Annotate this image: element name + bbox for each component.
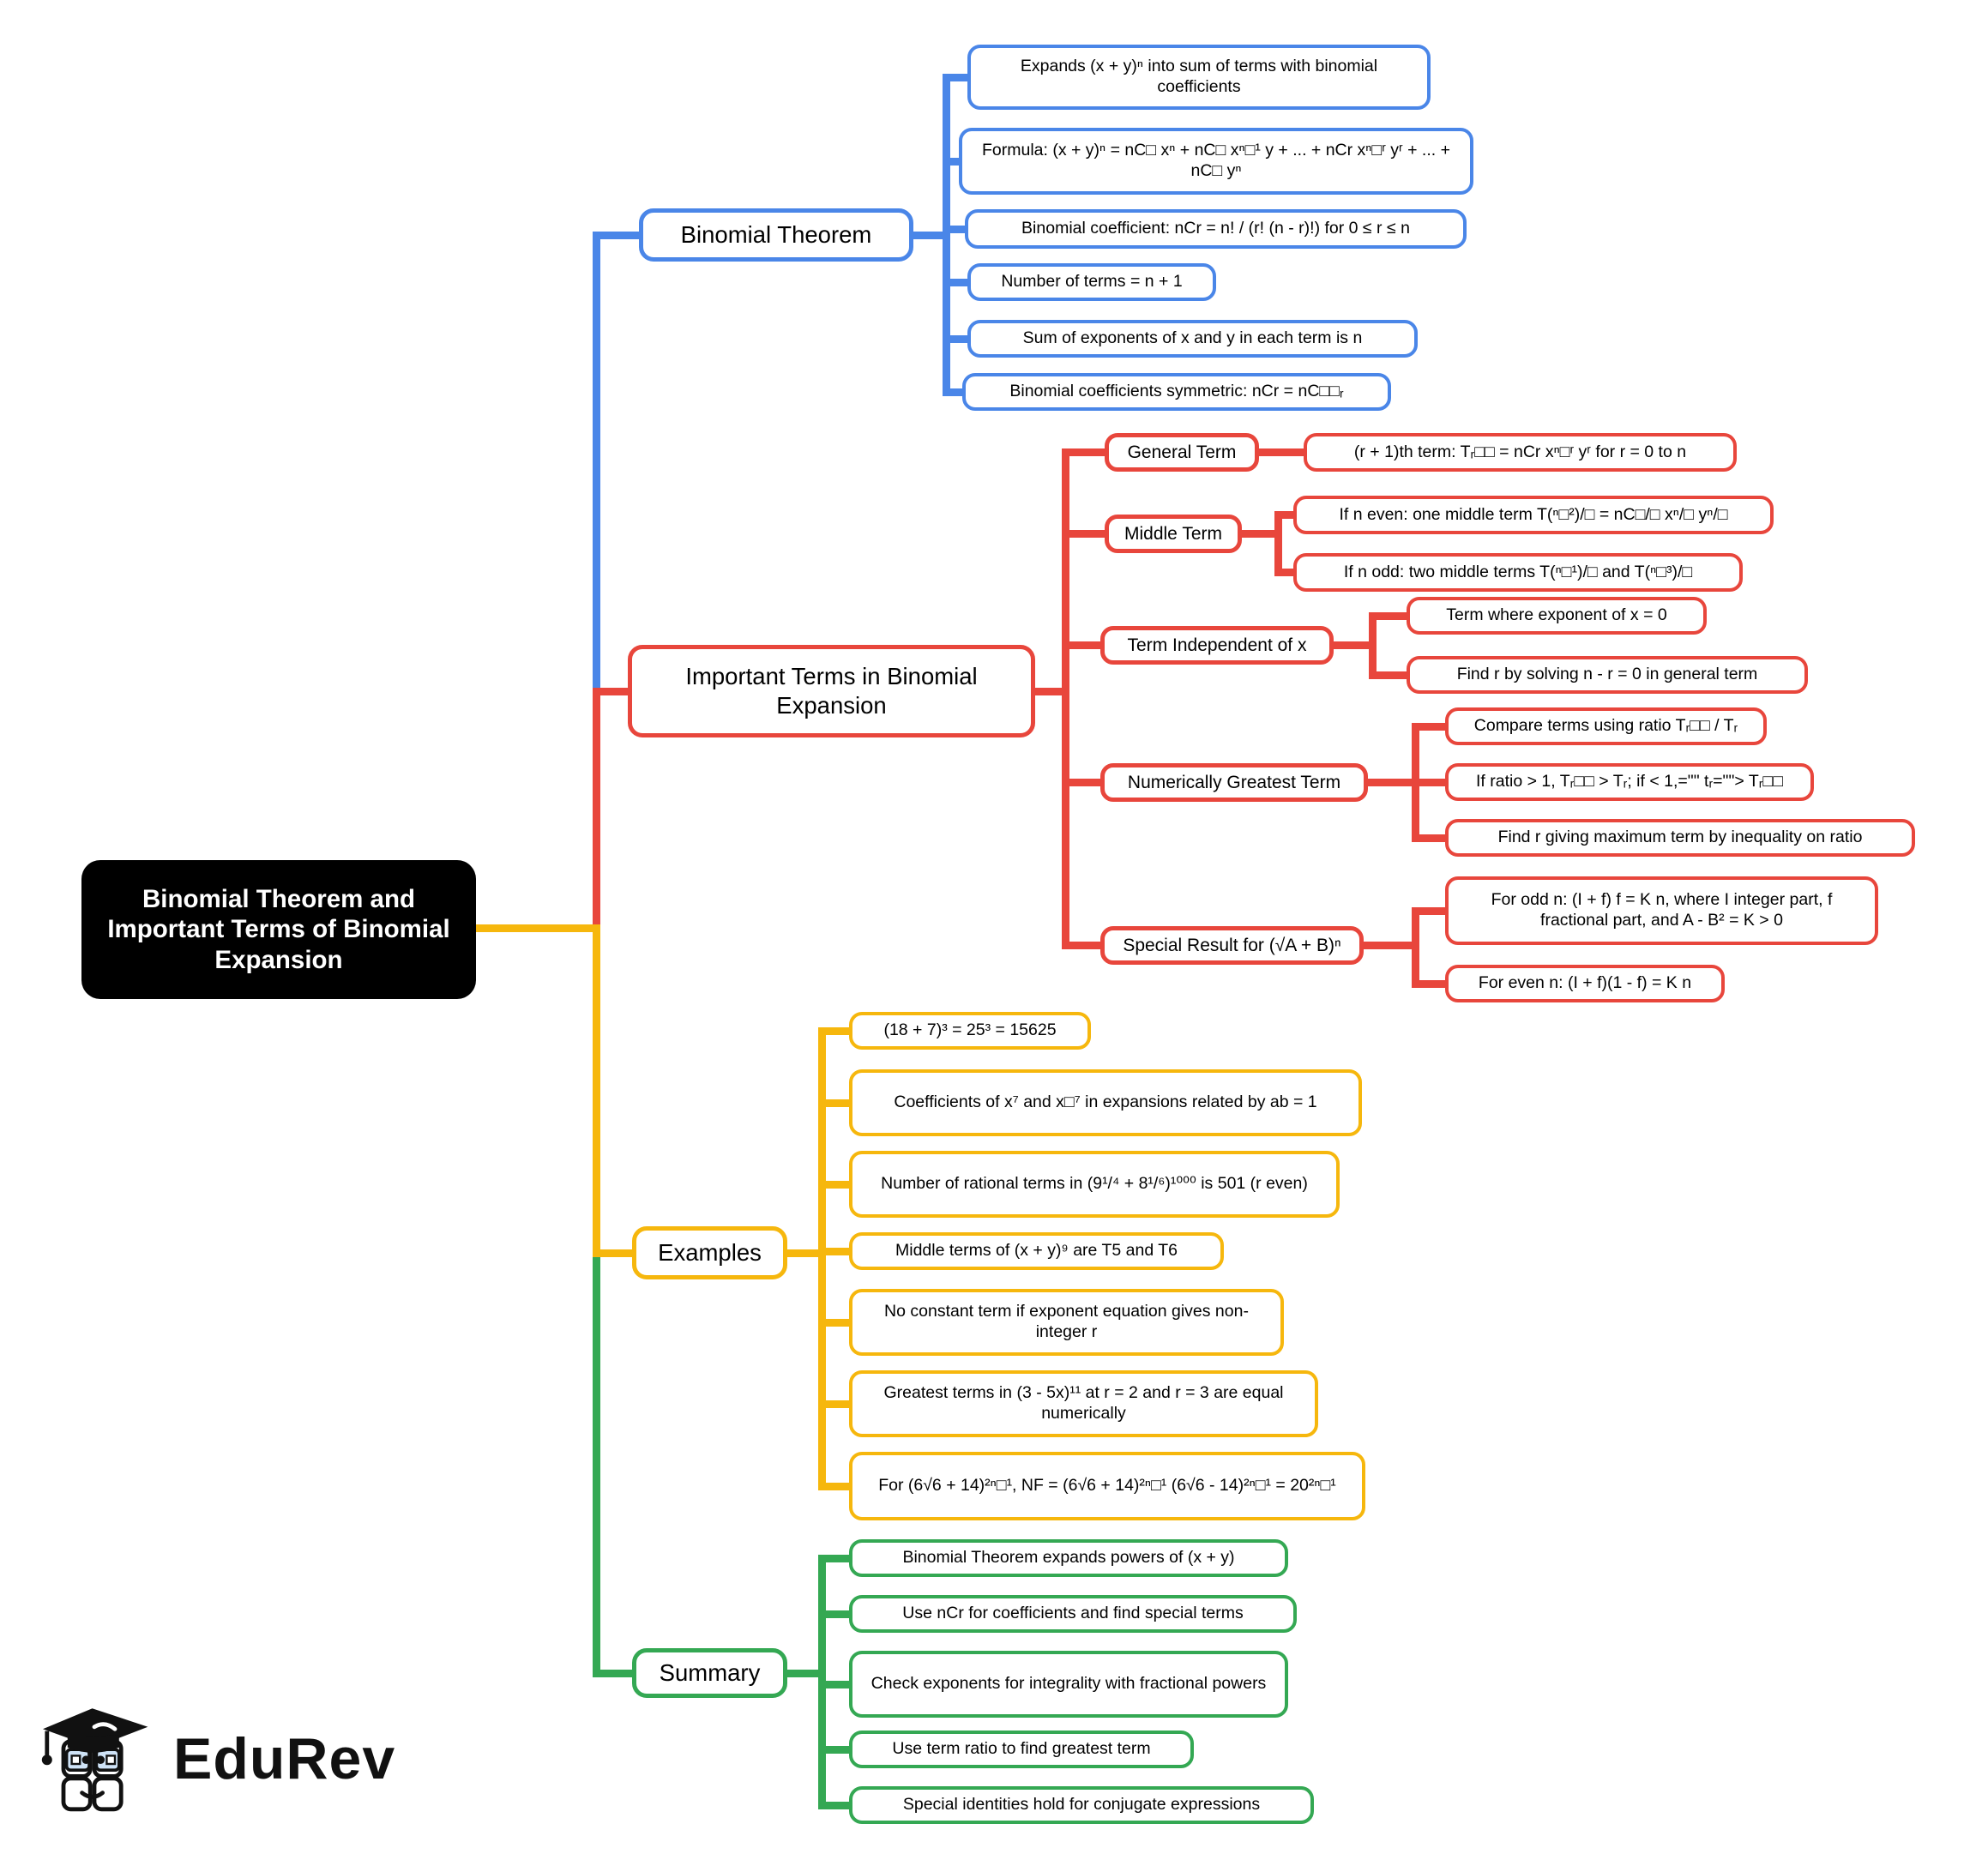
leaf-connector [943,73,971,81]
subtopic-node: Special Result for (√A + B)ⁿ [1100,926,1364,965]
leaf-node: Check exponents for integrality with fra… [849,1651,1288,1718]
leaf-connector [1412,906,1449,915]
leaf-node: Binomial Theorem expands powers of (x + … [849,1539,1288,1577]
leaf-connector [943,157,962,166]
leaf-node: Greatest terms in (3 - 5x)¹¹ at r = 2 an… [849,1370,1318,1437]
branch-spine [1274,511,1282,576]
branch-node-important-terms: Important Terms in Binomial Expansion [628,645,1035,737]
leaf-node: Number of rational terms in (9¹/⁴ + 8¹/⁶… [849,1151,1340,1218]
leaf-node: Expands (x + y)ⁿ into sum of terms with … [967,45,1431,110]
leaf-connector [1062,448,1108,456]
branch-spine [1368,611,1377,679]
branch-connector [786,1249,822,1257]
leaf-node: Formula: (x + y)ⁿ = nC□ xⁿ + nC□ xⁿ□¹ y … [959,128,1473,195]
leaf-node: Use term ratio to find greatest term [849,1731,1194,1768]
branch-node-summary: Summary [632,1648,787,1698]
edurev-graduation-cap-icon [41,1708,148,1812]
spine-to-branch-connector [593,1669,636,1677]
branch-spine [1061,448,1069,949]
leaf-connector [1062,530,1108,538]
leaf-connector [943,334,971,343]
leaf-node: Compare terms using ratio Tᵣ□□ / Tᵣ [1445,707,1767,745]
leaf-node: Sum of exponents of x and y in each term… [967,320,1418,358]
leaf-node: No constant term if exponent equation gi… [849,1289,1284,1356]
branch-connector [786,1669,822,1677]
subtopic-node: Middle Term [1105,515,1242,553]
branch-spine [1411,906,1419,988]
leaf-node: Find r by solving n - r = 0 in general t… [1407,656,1808,694]
branch-connector [1332,641,1372,649]
leaf-connector [818,1610,852,1618]
leaf-node: Binomial coefficient: nCr = n! / (r! (n … [965,209,1467,249]
leaf-connector [818,1026,852,1035]
spine-to-branch-connector [593,231,642,239]
leaf-node: Middle terms of (x + y)⁹ are T5 and T6 [849,1232,1224,1270]
leaf-node: Number of terms = n + 1 [967,263,1216,301]
leaf-node: For (6√6 + 14)²ⁿ□¹, NF = (6√6 + 14)²ⁿ□¹ … [849,1452,1365,1520]
leaf-connector [1274,511,1297,519]
leaf-connector [818,1745,852,1754]
leaf-node: If ratio > 1, Tᵣ□□ > Tᵣ; if < 1,="" tᵣ="… [1445,763,1814,801]
root-node: Binomial Theorem and Important Terms of … [81,860,476,999]
spine-to-branch-connector [593,687,631,695]
leaf-connector [1412,834,1449,842]
branch-connector [1366,779,1415,786]
leaf-node: (18 + 7)³ = 25³ = 15625 [849,1012,1091,1050]
leaf-connector [1412,778,1449,786]
branch-spine [817,1026,826,1490]
branch-spine [942,73,950,396]
leaf-connector [943,278,971,286]
leaf-node: Find r giving maximum term by inequality… [1445,819,1915,857]
leaf-node: Special identities hold for conjugate ex… [849,1786,1314,1824]
subtopic-node: General Term [1105,433,1259,472]
branch-connector [912,231,946,239]
leaf-connector [818,1318,852,1327]
edurev-logo: EduRev [33,1702,395,1815]
leaf-connector [1062,779,1104,786]
leaf-connector [818,1180,852,1189]
leaf-connector [818,1801,852,1809]
leaf-connector [1412,722,1449,731]
leaf-connector [1369,671,1410,679]
main-spine-segment [592,1249,600,1677]
leaf-node: Term where exponent of x = 0 [1407,597,1707,635]
branch-connector [1257,448,1307,456]
leaf-connector [818,1400,852,1408]
main-spine-segment [592,231,600,695]
subtopic-node: Numerically Greatest Term [1100,763,1368,802]
branch-connector [1240,530,1278,538]
main-spine-segment [592,687,600,932]
leaf-connector [1062,641,1104,649]
leaf-connector [1274,569,1297,576]
leaf-connector [818,1554,852,1562]
branch-connector [1033,687,1065,695]
leaf-node: Binomial coefficients symmetric: nCr = n… [962,373,1391,411]
leaf-node: (r + 1)th term: Tᵣ□□ = nCr xⁿ□ʳ yʳ for r… [1304,433,1737,472]
leaf-node: Coefficients of x⁷ and x□⁷ in expansions… [849,1069,1362,1136]
branch-connector [1362,942,1415,949]
leaf-node: If n odd: two middle terms T(ⁿ□¹)/□ and … [1293,553,1743,592]
leaf-node: For odd n: (I + f) f = K n, where I inte… [1445,876,1878,945]
subtopic-node: Term Independent of x [1100,626,1334,665]
leaf-connector [818,1680,852,1688]
edurev-logo-text: EduRev [173,1726,396,1791]
leaf-connector [1369,611,1410,620]
leaf-connector [1412,979,1449,988]
leaf-connector [818,1247,852,1255]
leaf-node: Use nCr for coefficients and find specia… [849,1595,1297,1633]
leaf-connector [818,1482,852,1490]
leaf-node: If n even: one middle term T(ⁿ□²)/□ = nC… [1293,496,1774,534]
leaf-connector [943,225,968,233]
branch-node-examples: Examples [632,1226,787,1279]
branch-node-binomial-theorem: Binomial Theorem [639,208,913,262]
leaf-connector [943,388,966,396]
main-spine-segment [592,924,600,1257]
leaf-connector [818,1099,852,1107]
leaf-connector [1062,942,1104,949]
spine-to-branch-connector [593,1249,636,1257]
leaf-node: For even n: (I + f)(1 - f) = K n [1445,965,1725,1002]
root-connector [473,924,599,932]
